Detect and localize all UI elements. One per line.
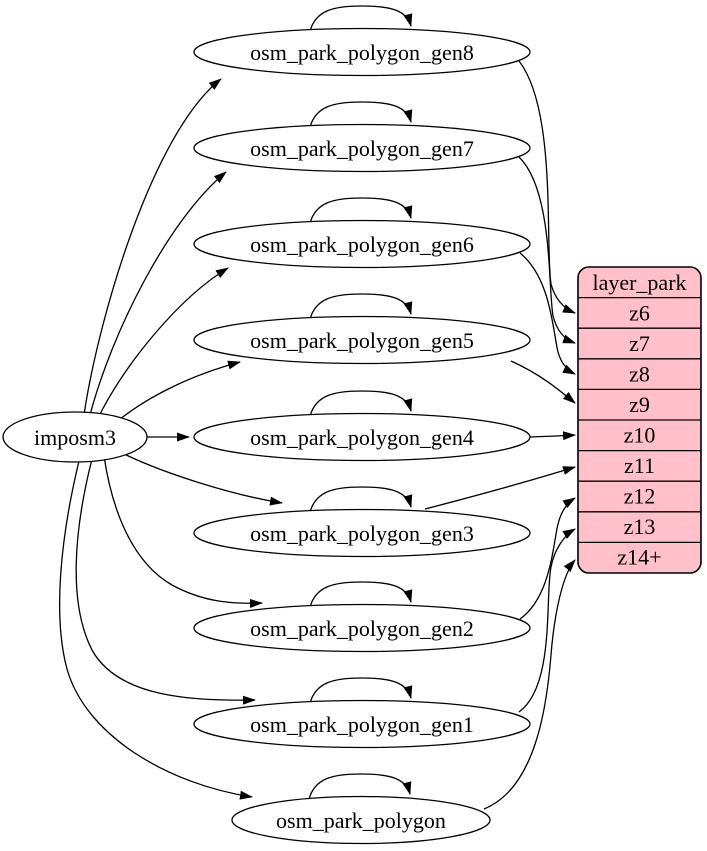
self-loop-gen3	[309, 486, 413, 513]
edge-gen5-to-z9	[510, 360, 576, 404]
gen7-label: osm_park_polygon_gen7	[250, 136, 474, 161]
gen8-ellipse	[193, 27, 531, 77]
node-osm-park-polygon-gen5: osm_park_polygon_gen5	[193, 315, 531, 365]
node-osm-park-polygon-gen1: osm_park_polygon_gen1	[193, 699, 531, 749]
edge-imposm3-to-gen5	[113, 360, 241, 425]
edge-imposm3-to-gen8	[83, 78, 222, 416]
gen8-label: osm_park_polygon_gen8	[250, 40, 474, 65]
edge-imposm3-to-gen1	[75, 458, 256, 705]
table-row-z14: z14+	[617, 545, 661, 570]
polygon-ellipse	[231, 795, 491, 845]
edge-gen6-to-z8	[519, 252, 576, 375]
edge-imposm3-to-gen2	[103, 455, 263, 608]
edge-gen2-to-z12	[519, 497, 576, 620]
edges-layer	[59, 5, 576, 810]
table-header: layer_park	[592, 270, 686, 295]
imposm3-ellipse	[2, 411, 148, 463]
polygon-label: osm_park_polygon	[276, 808, 446, 833]
edge-gen3-to-z11	[424, 466, 576, 510]
gen4-label: osm_park_polygon_gen4	[250, 425, 474, 450]
table-row-z9: z9	[629, 392, 650, 417]
self-loop-gen2	[309, 581, 413, 608]
self-loop-gen6	[309, 197, 413, 224]
table-row-z13: z13	[624, 514, 656, 539]
self-loop-gen7	[309, 101, 413, 128]
gen2-label: osm_park_polygon_gen2	[250, 616, 474, 641]
node-osm-park-polygon-gen8: osm_park_polygon_gen8	[193, 27, 531, 77]
table-row-z11: z11	[624, 453, 655, 478]
node-osm-park-polygon-gen2: osm_park_polygon_gen2	[193, 603, 531, 653]
edge-gen1-to-z13	[518, 528, 576, 713]
gen6-label: osm_park_polygon_gen6	[250, 232, 474, 257]
table-row-z8: z8	[629, 362, 650, 387]
nodes-layer: imposm3 osm_park_polygon_gen8 osm_park_p…	[2, 27, 702, 845]
gen1-ellipse	[193, 699, 531, 749]
edge-gen4-to-z10	[529, 431, 576, 441]
gen5-ellipse	[193, 315, 531, 365]
node-osm-park-polygon-gen3: osm_park_polygon_gen3	[193, 508, 531, 558]
table-row-z6: z6	[629, 301, 650, 326]
table-row-z7: z7	[629, 331, 650, 356]
table-row-z10: z10	[624, 423, 656, 448]
gen1-label: osm_park_polygon_gen1	[250, 712, 474, 737]
self-loop-polygon	[308, 773, 412, 800]
node-osm-park-polygon-gen7: osm_park_polygon_gen7	[193, 123, 531, 173]
gen7-ellipse	[193, 123, 531, 173]
node-osm-park-polygon-gen6: osm_park_polygon_gen6	[193, 219, 531, 269]
self-loop-gen4	[309, 390, 413, 417]
edge-imposm3-to-gen3	[119, 451, 283, 506]
gen2-ellipse	[193, 603, 531, 653]
table-row-z12: z12	[624, 484, 656, 509]
self-loop-gen5	[309, 293, 413, 320]
self-loop-gen8	[309, 5, 413, 32]
edge-polygon-to-z14	[483, 559, 576, 810]
gen3-label: osm_park_polygon_gen3	[250, 521, 474, 546]
gen3-ellipse	[193, 508, 531, 558]
table-layer-park: layer_park z6 z7 z8 z9 z10 z11 z12 z13 z…	[577, 266, 702, 574]
edge-imposm3-to-gen6	[97, 267, 229, 419]
edge-imposm3-to-gen7	[89, 171, 227, 416]
node-imposm3: imposm3	[2, 411, 148, 463]
edge-gen7-to-z7	[518, 156, 576, 344]
self-loop-gen1	[309, 677, 413, 704]
node-osm-park-polygon-gen4: osm_park_polygon_gen4	[193, 412, 531, 462]
edge-gen8-to-z6	[518, 60, 576, 314]
node-osm-park-polygon: osm_park_polygon	[231, 795, 491, 845]
gen6-ellipse	[193, 219, 531, 269]
edge-imposm3-to-polygon	[59, 460, 253, 800]
gen5-label: osm_park_polygon_gen5	[250, 328, 474, 353]
imposm3-label: imposm3	[34, 425, 116, 450]
gen4-ellipse	[193, 412, 531, 462]
